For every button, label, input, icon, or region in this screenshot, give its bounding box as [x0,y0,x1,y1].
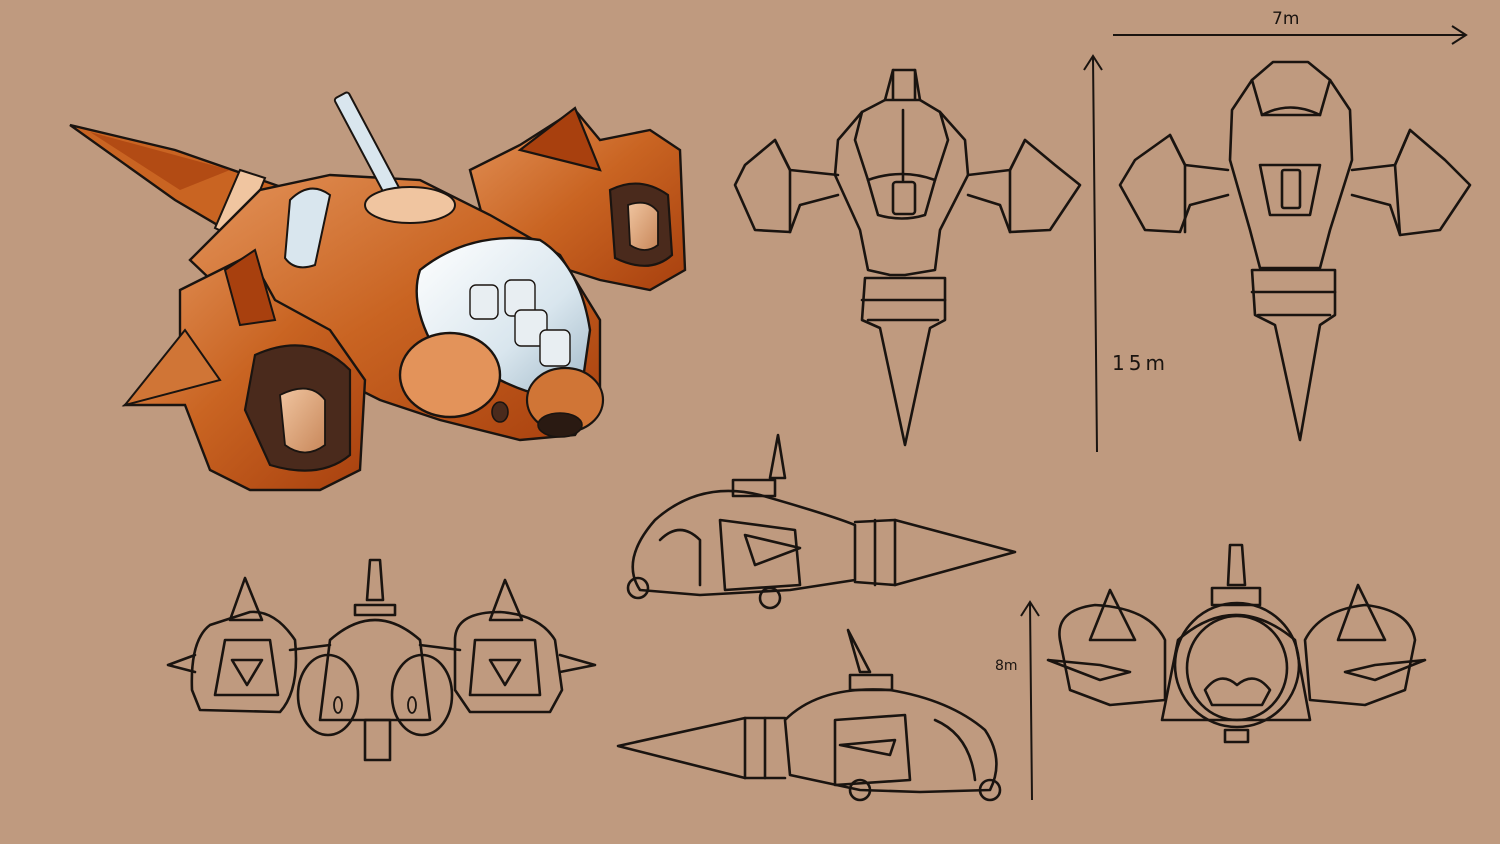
nose-cone-shade [90,132,230,190]
width-arrow [1113,25,1468,45]
hull-band [283,187,332,269]
length-dimension: 15m [1083,54,1169,453]
side-view-nose-left [616,628,1002,802]
width-dimension: 7m [1113,9,1468,45]
front-view [166,558,597,762]
top-view-lower [1118,60,1472,442]
colored-perspective-view [69,91,687,492]
antenna-base [364,186,456,224]
length-arrow [1083,54,1103,453]
side-view-nose-right [626,433,1017,610]
rear-view [1046,543,1427,744]
lower-fin-left [122,328,222,407]
front-port [491,401,509,423]
front-pod-left [398,331,502,419]
height-label: 8m [995,658,1018,674]
height-arrow [1020,600,1040,801]
lower-fin-top [223,248,277,327]
width-label: 7m [1272,9,1299,29]
lower-intake-core [279,387,326,454]
cockpit-seats [469,279,571,367]
height-dimension: 8m [995,600,1040,801]
upper-fin [517,106,602,172]
top-view-upper [733,68,1082,447]
upper-intake-core [627,201,659,251]
front-nozzle [537,412,583,438]
length-label: 15m [1112,351,1169,375]
